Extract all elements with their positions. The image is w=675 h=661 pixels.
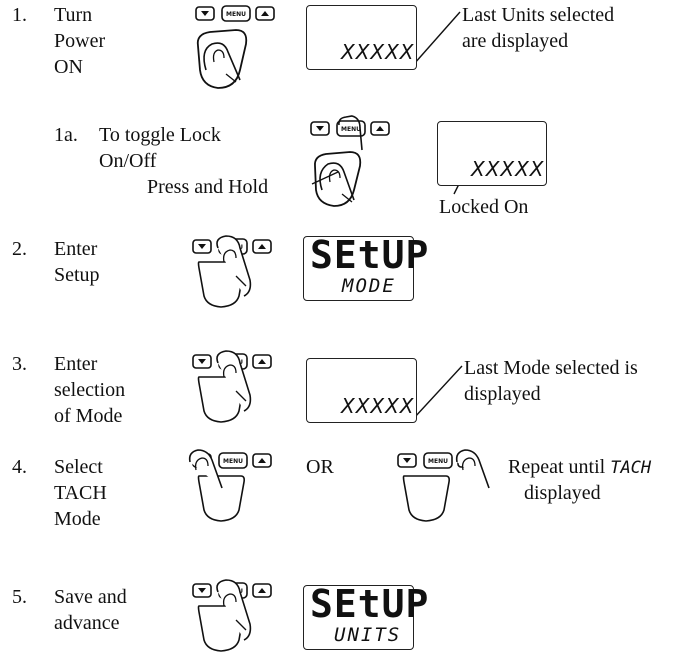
step1-label-line3: ON — [54, 56, 83, 78]
step1-label-line1: Turn — [54, 4, 93, 26]
step1-lcd-value: XXXXX — [341, 40, 415, 64]
step1-note-line1: Last Units selected — [462, 4, 615, 26]
step3-lcd: XXXXX — [306, 358, 417, 423]
step4-number: 4. — [12, 456, 27, 478]
step1-number: 1. — [12, 4, 27, 26]
step3-label-line1: Enter — [54, 353, 98, 375]
step4-keypad-right — [397, 449, 490, 522]
step2-lcd-main: SEtUP — [310, 233, 430, 277]
step2-number: 2. — [12, 238, 27, 260]
step1a-label-line1: To toggle Lock — [99, 124, 221, 146]
step4-label-line3: Mode — [54, 508, 101, 530]
step5-lcd-sub: UNITS — [334, 624, 402, 646]
step3-label-line2: selection — [54, 379, 126, 401]
step3-note-line1: Last Mode selected is — [464, 357, 638, 379]
or-label: OR — [306, 456, 334, 478]
step5-keypad — [192, 579, 272, 652]
step2-lcd: SEtUP MODE — [303, 233, 428, 301]
step4-label-line2: TACH — [54, 482, 107, 504]
step5-label-line2: advance — [54, 612, 120, 634]
step5-lcd-main: SEtUP — [310, 582, 430, 626]
step3-note-line2: displayed — [464, 383, 541, 405]
step4-keypad-left — [188, 449, 272, 522]
step2-label-line1: Enter — [54, 238, 98, 260]
step1a-lcd-value: XXXXX — [471, 157, 545, 181]
step1-note-line2: are displayed — [462, 30, 569, 52]
step1-keypad — [195, 5, 275, 89]
step3-keypad — [192, 350, 272, 423]
step5-number: 5. — [12, 586, 27, 608]
step4-label-line1: Select — [54, 456, 103, 478]
tach-indicator: TACH — [610, 458, 652, 478]
step1-lcd: XXXXX — [306, 5, 417, 70]
step3-lcd-value: XXXXX — [341, 394, 415, 418]
step2-label-line2: Setup — [54, 264, 100, 286]
step4-note-line1: Repeat until TACH — [508, 456, 652, 478]
step5-label-line1: Save and — [54, 586, 127, 608]
step4-note-line2: displayed — [524, 482, 601, 504]
step1a-lcd: XXXXX — [437, 121, 547, 186]
locked-on-label: Locked On — [439, 196, 529, 218]
step1a-label-line2: On/Off — [99, 150, 157, 172]
step5-lcd: SEtUP UNITS — [303, 582, 428, 650]
step1a-number: 1a. — [54, 124, 78, 146]
step1a-keypad — [310, 115, 390, 207]
step3-number: 3. — [12, 353, 27, 375]
step2-keypad — [192, 235, 272, 308]
step2-lcd-sub: MODE — [342, 275, 396, 297]
press-and-hold-label: Press and Hold — [147, 176, 269, 198]
step1-label-line2: Power — [54, 30, 106, 52]
step3-label-line3: of Mode — [54, 405, 123, 427]
